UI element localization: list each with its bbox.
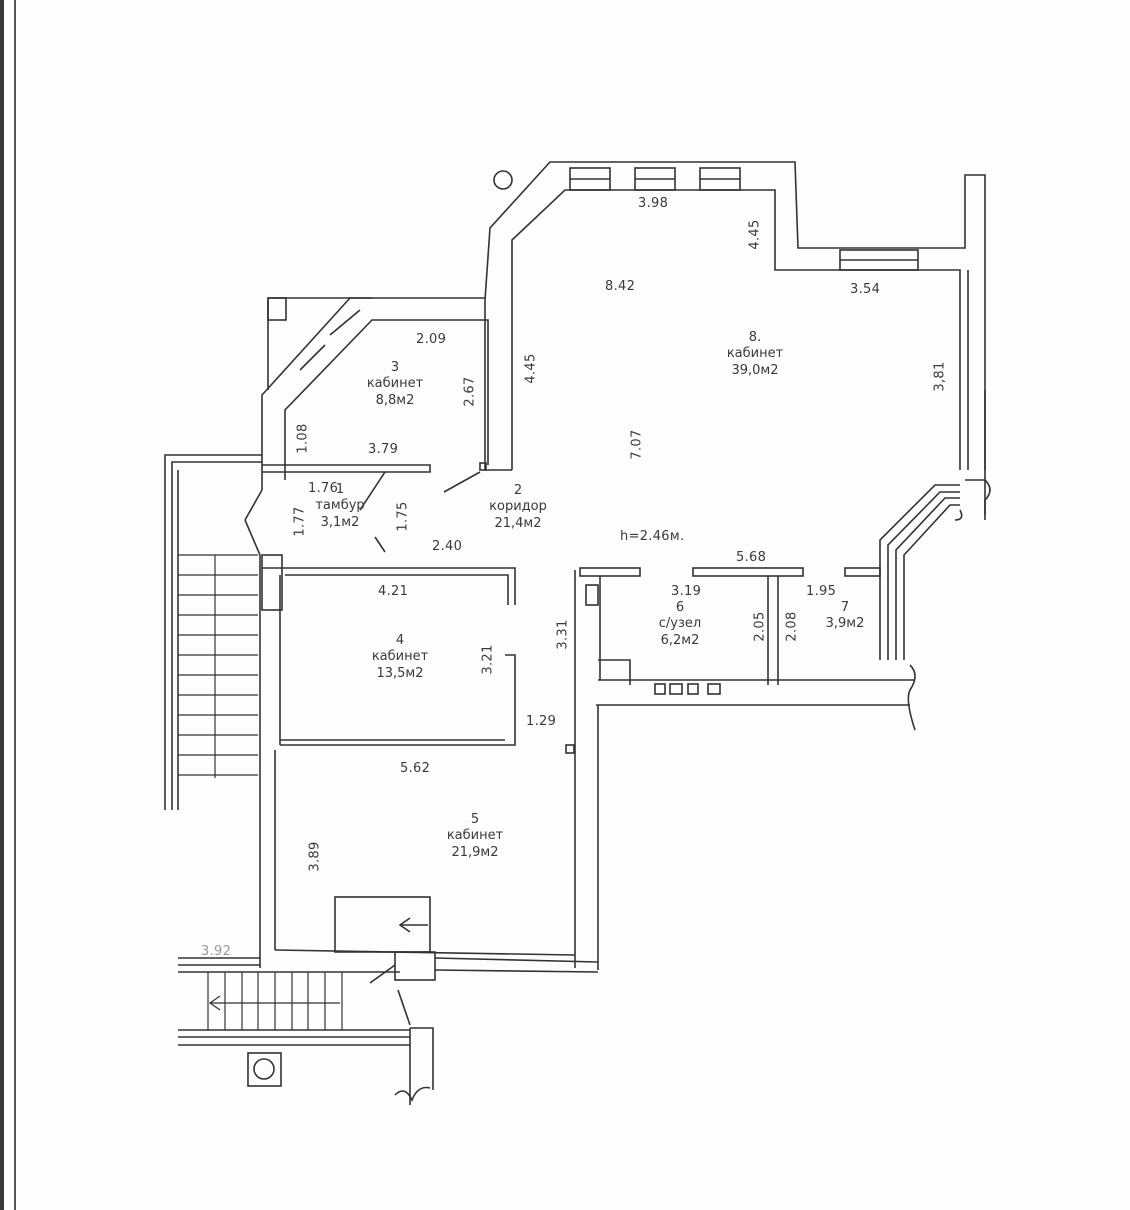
dim-label: 2.08 <box>784 611 800 642</box>
room-area: 3,9м2 <box>825 616 865 632</box>
west-stair <box>164 454 283 810</box>
dim-label: 3.19 <box>671 584 702 599</box>
room-3-walls <box>261 297 513 493</box>
room-number: 4 <box>395 633 405 648</box>
room-label-2: 2 коридор 21,4м2 <box>478 483 558 532</box>
room-number: 8. <box>748 330 762 345</box>
room-label-8: 8. кабинет 39,0м2 <box>715 330 795 379</box>
dim-label: 2.40 <box>432 539 463 554</box>
room-8-walls <box>484 161 986 520</box>
south-stair <box>178 957 434 1105</box>
dim-label: 8.42 <box>605 279 636 294</box>
dim-label: 1.75 <box>395 501 411 532</box>
dim-label: 2.09 <box>416 332 447 347</box>
room-area: 6,2м2 <box>660 632 700 648</box>
rooms-4-5-walls <box>259 570 599 984</box>
room-area: 39,0м2 <box>731 362 779 378</box>
room-area: 3,1м2 <box>320 514 360 530</box>
room-number: 3 <box>390 360 400 375</box>
dim-label: 3.31 <box>555 619 571 650</box>
room-name: кабинет <box>446 828 504 844</box>
dim-label: 1.76 <box>308 481 339 496</box>
dim-label: 3.79 <box>368 442 399 457</box>
dim-label: 3.98 <box>638 196 669 211</box>
dim-label: 2.05 <box>752 611 768 642</box>
dim-label: 3.21 <box>480 644 496 675</box>
scan-edge-dark <box>0 0 4 1210</box>
room-number: 6 <box>675 600 685 615</box>
dim-label: 4.45 <box>747 219 763 250</box>
dim-label: 2.67 <box>462 376 478 407</box>
room-label-3: 3 кабинет 8,8м2 <box>355 360 435 409</box>
dim-label: 4.21 <box>378 584 409 599</box>
room-area: 13,5м2 <box>376 665 424 681</box>
dim-label: 3.89 <box>307 841 323 872</box>
dim-label: 3.92 <box>201 944 232 959</box>
room-area: 8,8м2 <box>375 392 415 408</box>
east-walls <box>879 479 991 660</box>
room-number: 1 <box>335 482 345 497</box>
room-name: кабинет <box>366 376 424 392</box>
dim-label: 4.45 <box>523 353 539 384</box>
scan-edge <box>0 0 16 1210</box>
room-number: 2 <box>513 483 523 498</box>
corridor-walls <box>261 464 916 731</box>
room-area: 21,4м2 <box>494 515 542 531</box>
room-label-5: 5 кабинет 21,9м2 <box>435 812 515 861</box>
dim-label: 3.54 <box>850 282 881 297</box>
dim-label: 7.07 <box>629 429 645 460</box>
room-label-6: 6 с/узел 6,2м2 <box>645 600 715 649</box>
room-name: кабинет <box>726 346 784 362</box>
room-area: 21,9м2 <box>451 844 499 860</box>
ceiling-height: h=2.46м. <box>620 529 685 544</box>
room-label-7: 7 3,9м2 <box>815 600 875 633</box>
dim-label: 5.62 <box>400 761 431 776</box>
dim-label: 3,81 <box>932 361 948 392</box>
room-name: с/узел <box>658 616 702 632</box>
room-label-1: 1 тамбур 3,1м2 <box>305 482 375 531</box>
dim-label: 1.29 <box>526 714 557 729</box>
dim-label: 1.95 <box>806 584 837 599</box>
room-name: коридор <box>489 499 547 515</box>
room-name: кабинет <box>371 649 429 665</box>
dim-label: 1.08 <box>295 423 311 454</box>
room-number: 5 <box>470 812 480 827</box>
dim-label: 5.68 <box>736 550 767 565</box>
room-name: тамбур <box>315 498 365 514</box>
room-number: 7 <box>840 600 850 615</box>
room-label-4: 4 кабинет 13,5м2 <box>360 633 440 682</box>
